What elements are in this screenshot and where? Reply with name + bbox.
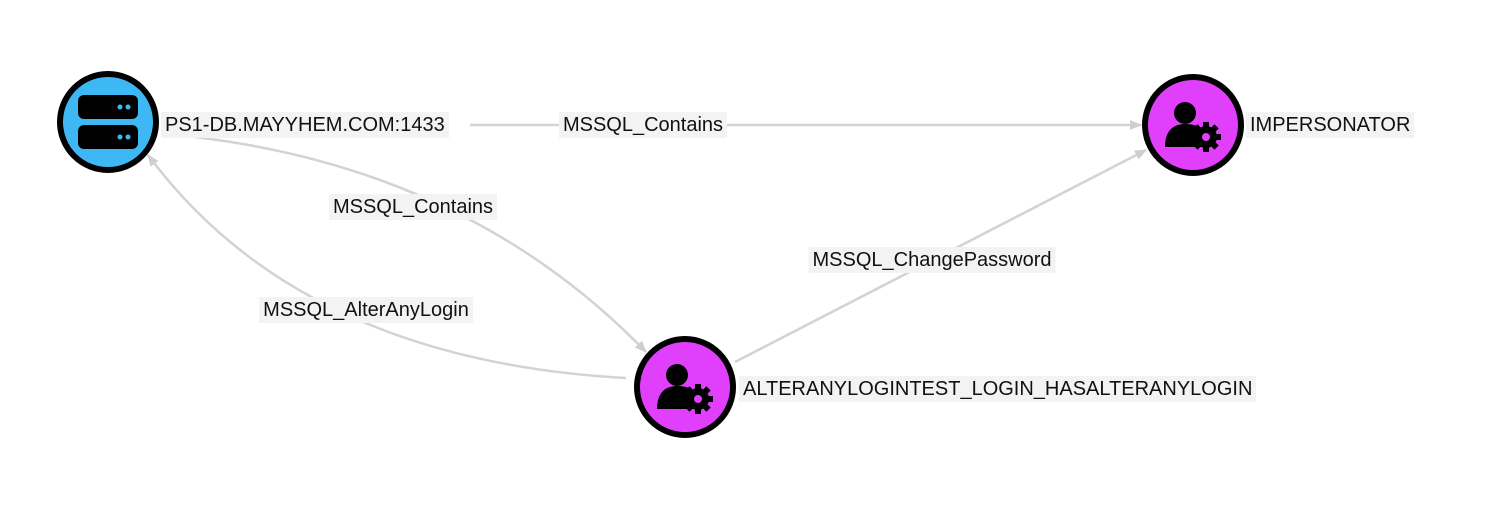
node-label-impersonator[interactable]: IMPERSONATOR bbox=[1246, 112, 1415, 138]
node-impersonator[interactable] bbox=[1142, 74, 1244, 176]
node-alter[interactable] bbox=[634, 336, 736, 438]
edge-label-contains-alter: MSSQL_Contains bbox=[328, 194, 498, 220]
node-server[interactable] bbox=[57, 71, 159, 173]
edge-alter-server[interactable] bbox=[146, 154, 627, 380]
node-label-server[interactable]: PS1-DB.MAYYHEM.COM:1433 bbox=[161, 112, 449, 138]
edge-label-changepassword: MSSQL_ChangePassword bbox=[808, 247, 1056, 273]
server-icon bbox=[78, 95, 138, 149]
node-label-alter[interactable]: ALTERANYLOGINTEST_LOGIN_HASALTERANYLOGIN bbox=[739, 376, 1257, 402]
edge-label-contains-impersonator: MSSQL_Contains bbox=[558, 112, 728, 138]
edge-label-alteranylogin: MSSQL_AlterAnyLogin bbox=[259, 297, 473, 323]
